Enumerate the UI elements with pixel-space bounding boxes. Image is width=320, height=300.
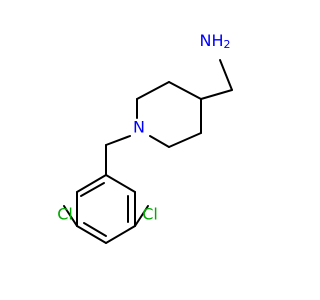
amine-label: NH2 xyxy=(200,31,231,51)
bond-c4-ch2 xyxy=(200,89,233,100)
bond-ar1-ar2-double xyxy=(80,182,105,197)
bond-c6-c5 xyxy=(168,132,202,148)
bond-ch2-amine xyxy=(219,59,233,91)
bond-ar3-ar4 xyxy=(76,225,107,244)
bond-ar4-ar5 xyxy=(105,225,136,244)
bond-ar6-ar1 xyxy=(105,174,136,193)
amine-subscript: 2 xyxy=(224,38,231,51)
bonds xyxy=(63,59,233,244)
molecule-diagram: NH2 N Cl Cl xyxy=(57,30,233,244)
chlorine-right-label: Cl xyxy=(142,205,158,224)
atom-labels: NH2 N Cl Cl xyxy=(57,31,230,224)
bond-ar5-cl xyxy=(134,205,149,227)
amine-nh: NH xyxy=(200,31,224,50)
bond-ar3-ar4-double xyxy=(83,222,107,237)
bond-c3-c2 xyxy=(136,81,170,100)
bond-ar3-cl xyxy=(63,205,78,227)
bond-ar1-ar2 xyxy=(76,174,107,193)
chlorine-left-label: Cl xyxy=(57,205,73,224)
bond-c4-c3 xyxy=(168,81,202,100)
ring-nitrogen-label: N xyxy=(133,118,145,137)
bond-n1-ch2 xyxy=(105,135,131,146)
bond-n1-c6 xyxy=(149,135,170,148)
